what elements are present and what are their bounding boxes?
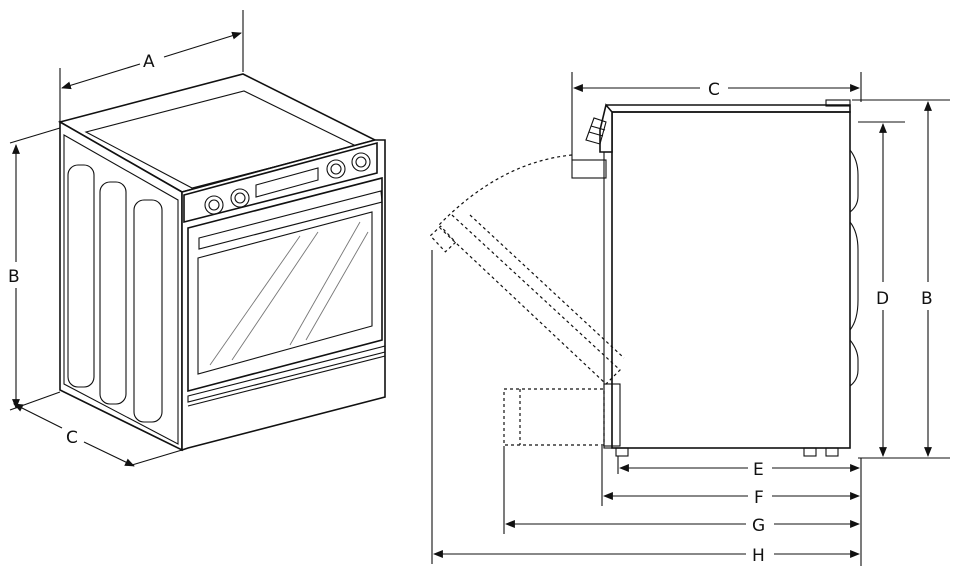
front-foot: [615, 447, 629, 457]
dim-h-label: H: [752, 546, 765, 566]
dim-c-side: C: [573, 80, 860, 100]
dim-a: A: [61, 31, 242, 90]
dim-d-label: D: [876, 289, 889, 309]
dim-h: H: [431, 250, 860, 566]
side-rib-3: [133, 199, 163, 423]
rear-foot-1: [803, 447, 817, 457]
rear-vent: [825, 99, 851, 107]
knob-4-icon: [351, 152, 371, 172]
window-glare: [209, 221, 369, 366]
dim-g: G: [503, 446, 860, 536]
dim-e: E: [617, 456, 860, 480]
open-door-outline: [439, 214, 621, 385]
range-body: [57, 73, 386, 452]
door-open-swing: [429, 154, 625, 446]
dim-b-front-label: B: [8, 267, 20, 287]
dim-d: D: [876, 123, 889, 457]
dim-f: F: [601, 446, 860, 508]
range-side-panel: [611, 111, 851, 449]
oven-window: [197, 211, 373, 375]
dim-a-label: A: [143, 52, 155, 72]
cooktop-edge: [606, 104, 851, 113]
front-view: A B C: [8, 10, 386, 467]
control-panel-side: [599, 103, 613, 153]
dim-c-front: C: [13, 403, 135, 467]
side-panel-inner: [63, 134, 179, 445]
front-face: [181, 139, 386, 452]
dim-c-front-label: C: [66, 428, 78, 448]
dim-g-label: G: [752, 516, 765, 536]
dim-b-side: B: [921, 101, 933, 457]
dim-f-label: F: [754, 488, 764, 508]
front-face-side: [603, 151, 613, 449]
side-rib-2: [99, 181, 127, 405]
dim-b-extension-bottom: [9, 391, 61, 411]
display-window: [255, 167, 319, 198]
door-hinge-top: [571, 159, 607, 179]
side-rib-1: [67, 164, 95, 388]
knob-2-icon: [230, 188, 250, 208]
knob-1-icon: [204, 195, 224, 215]
dim-c-extension: [131, 449, 183, 466]
side-view: C: [429, 72, 950, 566]
control-knobs: [204, 152, 371, 215]
dim-b-extension-top: [9, 127, 61, 144]
door-swing-arc: [437, 154, 573, 227]
dim-e-label: E: [753, 460, 764, 480]
drawer-open-outline: [503, 388, 605, 446]
dim-b-front: B: [8, 144, 20, 409]
kick-strip: [187, 345, 386, 403]
rear-foot-2: [825, 447, 839, 457]
control-knob-side-icon: [585, 117, 607, 145]
dim-c-side-label: C: [708, 80, 720, 100]
knob-3-icon: [326, 159, 346, 179]
range-side-body: [571, 99, 859, 457]
oven-door: [187, 176, 383, 393]
dim-b-side-label: B: [921, 289, 933, 309]
door-handle: [198, 190, 383, 250]
